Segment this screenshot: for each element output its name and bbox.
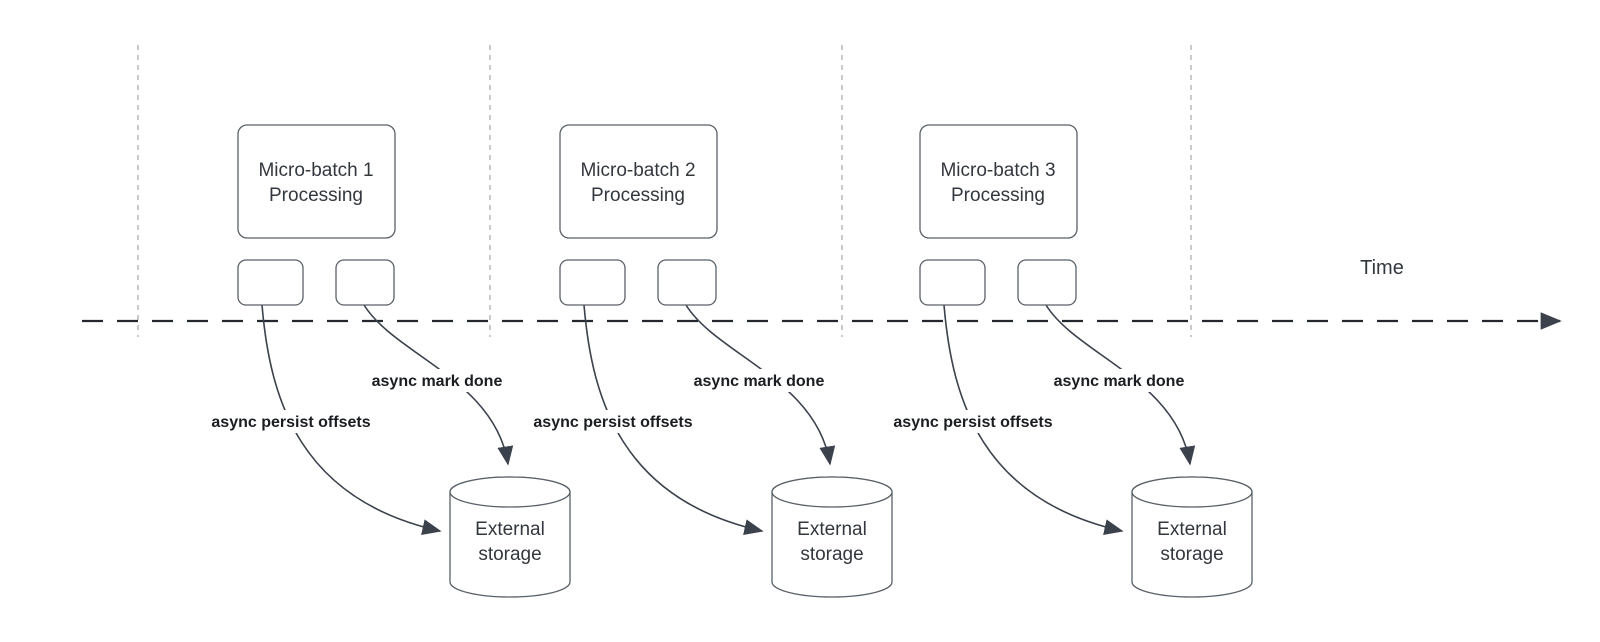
persist-offsets-label-bg-2 (524, 410, 702, 433)
micro-batch-1-processing-box (237, 124, 396, 239)
persist-offsets-label-3: async persist offsets (893, 414, 1052, 431)
micro-batch-1-title-line1: Micro-batch 1 (258, 160, 373, 181)
commit-task-box-3a (919, 259, 986, 306)
micro-batch-2-title-line2: Processing (591, 185, 685, 206)
mark-done-label-3: async mark done (1054, 373, 1185, 390)
external-storage-cylinder-top-3 (1131, 476, 1253, 508)
time-axis-label: Time (1360, 257, 1404, 279)
persist-offsets-label-bg-1 (202, 410, 380, 433)
persist-offsets-label-bg-3 (884, 410, 1062, 433)
mark-done-label-bg-1 (363, 369, 511, 392)
batch-group-1: Micro-batch 1 Processing External storag… (202, 124, 571, 598)
micro-batch-3-processing-box (919, 124, 1078, 239)
persist-offsets-label-1: async persist offsets (211, 414, 370, 431)
commit-task-box-1a (237, 259, 304, 306)
mark-done-label-1: async mark done (372, 373, 503, 390)
persist-offsets-connector-1 (261, 304, 442, 535)
external-storage-label-line2-1: storage (478, 544, 541, 565)
micro-batch-3-title-line2: Processing (951, 185, 1045, 206)
batch-group-3: Micro-batch 3 Processing External storag… (884, 124, 1253, 598)
micro-batch-2-title-line1: Micro-batch 2 (580, 160, 695, 181)
external-storage-label-line1-1: External (475, 519, 545, 540)
mark-done-label-2: async mark done (694, 373, 825, 390)
external-storage-cylinder-top-1 (449, 476, 571, 508)
mark-done-label-bg-3 (1045, 369, 1193, 392)
external-storage-label-line2-2: storage (800, 544, 863, 565)
micro-batch-2-processing-box (559, 124, 718, 239)
micro-batch-3-title-line1: Micro-batch 3 (940, 160, 1055, 181)
persist-offsets-label-2: async persist offsets (533, 414, 692, 431)
commit-task-box-2b (657, 259, 717, 306)
micro-batch-1-title-line2: Processing (269, 185, 363, 206)
commit-task-box-1b (335, 259, 395, 306)
external-storage-label-line1-3: External (1157, 519, 1227, 540)
persist-offsets-connector-2 (583, 304, 764, 535)
commit-task-box-2a (559, 259, 626, 306)
batch-group-2: Micro-batch 2 Processing External storag… (524, 124, 893, 598)
mark-done-label-bg-2 (685, 369, 833, 392)
external-storage-label-line1-2: External (797, 519, 867, 540)
persist-offsets-connector-3 (943, 304, 1124, 535)
external-storage-cylinder-top-2 (771, 476, 893, 508)
commit-task-box-3b (1017, 259, 1077, 306)
external-storage-label-line2-3: storage (1160, 544, 1223, 565)
